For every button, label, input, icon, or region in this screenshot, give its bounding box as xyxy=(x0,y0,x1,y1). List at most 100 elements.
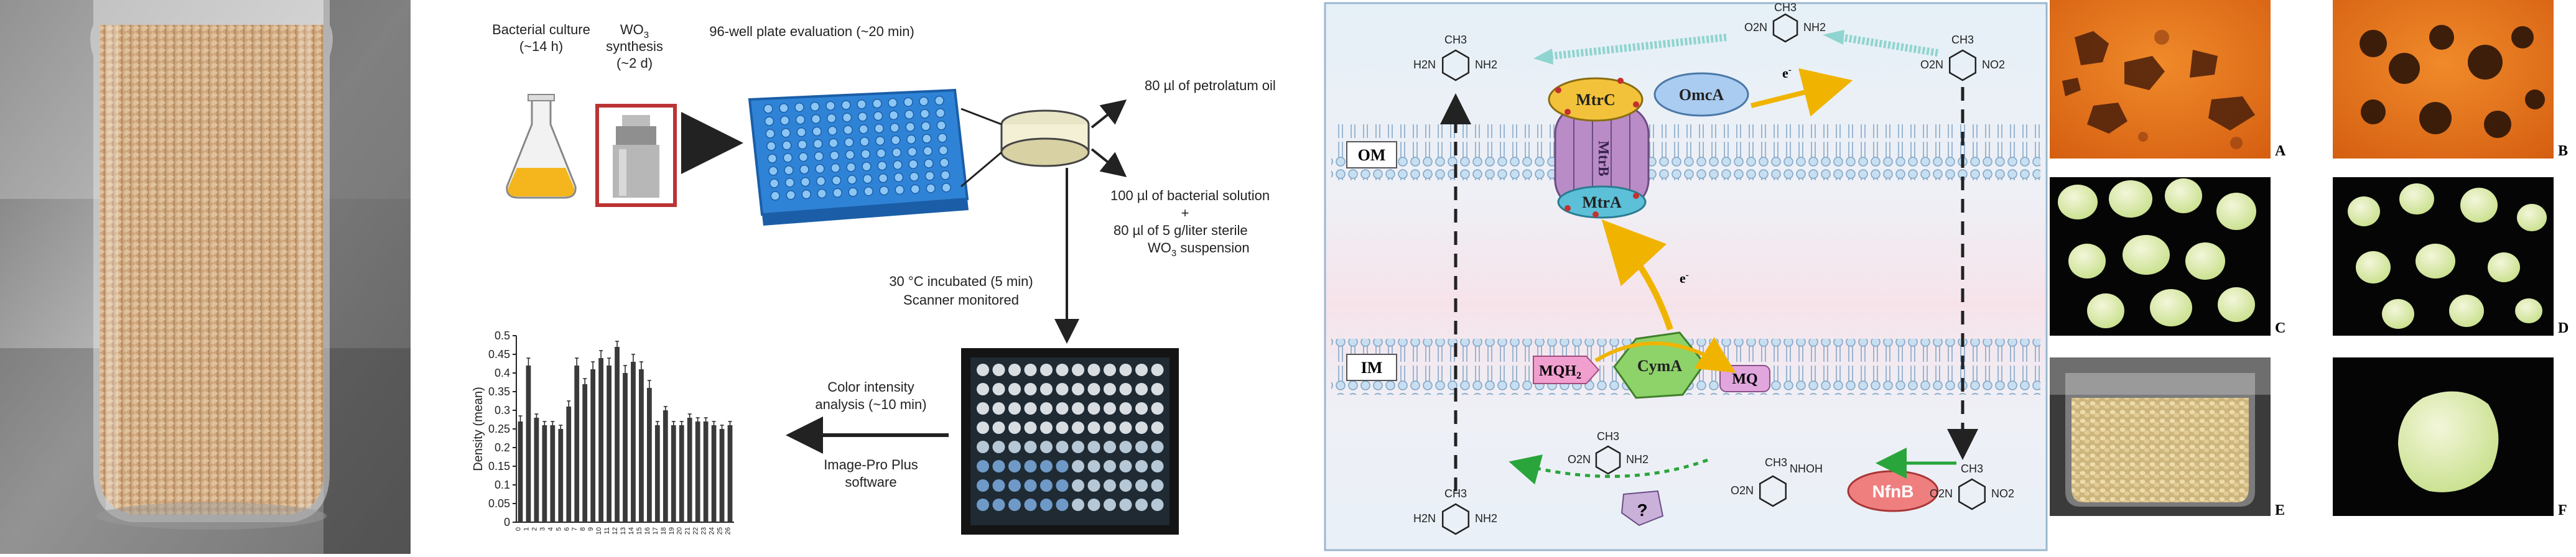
plate-wells xyxy=(763,96,951,201)
x-tick-label: 9 xyxy=(587,527,595,531)
plate-well xyxy=(783,153,793,163)
scanned-well xyxy=(1104,479,1116,492)
x-tick-label: 18 xyxy=(660,527,667,535)
electron-arrow-to-mtra xyxy=(1601,219,1673,331)
scanned-well xyxy=(1104,402,1116,415)
benzene-ring-nitroamine-bottom xyxy=(1595,445,1621,475)
scanned-well xyxy=(1135,402,1148,415)
plate-well xyxy=(829,150,840,160)
bar xyxy=(590,369,596,522)
scanned-well xyxy=(1008,479,1021,492)
plate-well xyxy=(891,147,902,158)
benzene-ring-diamine-bottom xyxy=(1441,503,1470,535)
pathway-svg: OM IM MtrB MtrC OmcA MtrA xyxy=(1324,1,2048,551)
h2n-label: H2N xyxy=(1413,512,1436,525)
green-dotted-arrow xyxy=(1509,454,1708,485)
scanned-well xyxy=(992,364,1005,376)
scanned-well xyxy=(977,499,989,511)
plate-well xyxy=(847,175,857,185)
bacterial-solution-label: 100 µl of bacterial solution xyxy=(1110,188,1270,203)
plate-well xyxy=(782,140,792,150)
plate-well xyxy=(846,162,856,172)
scanned-well xyxy=(1104,383,1116,395)
scanned-well xyxy=(1056,441,1069,453)
scanned-well xyxy=(977,441,989,453)
color-intensity-label: Color intensity xyxy=(827,379,914,395)
plate-title-label: 96-well plate evaluation (~20 min) xyxy=(709,24,914,39)
scanned-well xyxy=(1119,499,1132,511)
photo-b-aggregates xyxy=(2333,0,2554,159)
scanned-well xyxy=(1119,441,1132,453)
software-label-2: software xyxy=(845,474,896,490)
bacterial-culture-label: Bacterial culture xyxy=(492,22,590,37)
bar xyxy=(542,425,547,522)
scanned-well xyxy=(992,383,1005,395)
plate-well xyxy=(857,112,868,122)
scanned-well xyxy=(1056,402,1069,415)
plate-well xyxy=(888,98,898,108)
plate-well xyxy=(794,102,804,113)
x-tick-label: 20 xyxy=(676,527,684,535)
scanned-well xyxy=(992,402,1005,415)
plate-well xyxy=(908,159,918,169)
plate-well xyxy=(767,154,778,163)
bacterial-time-label: (~14 h) xyxy=(519,39,563,54)
om-label: OM xyxy=(1358,146,1386,164)
x-tick-label: 4 xyxy=(547,527,554,531)
plate-well xyxy=(904,109,914,119)
im-label: IM xyxy=(1361,359,1383,377)
density-bar-chart: 00.050.10.150.20.250.30.350.40.450.5Dens… xyxy=(472,329,734,535)
o2n-label: O2N xyxy=(1920,58,1943,71)
plate-well xyxy=(770,191,780,201)
scanned-well xyxy=(1104,499,1116,511)
scanned-well xyxy=(1040,402,1053,415)
scanned-well xyxy=(1135,421,1148,434)
plate-well xyxy=(862,174,873,184)
bar xyxy=(615,347,620,522)
photo-d-granules xyxy=(2333,177,2554,336)
scanned-well xyxy=(1072,402,1084,415)
label-b: B xyxy=(2558,143,2568,159)
x-tick-label: 2 xyxy=(531,527,538,531)
scanned-well xyxy=(1024,499,1037,511)
bar xyxy=(647,388,652,522)
bar xyxy=(574,366,580,522)
scanned-well xyxy=(1087,421,1100,434)
plate-well xyxy=(763,104,773,114)
o2n-label: O2N xyxy=(1930,487,1953,500)
nhoh-label: NHOH xyxy=(1790,463,1823,475)
plate-well xyxy=(862,162,872,172)
plate-well xyxy=(784,165,794,175)
mtrc-protein: MtrC xyxy=(1548,77,1644,122)
plate-well xyxy=(906,134,916,144)
plate-well xyxy=(812,126,822,137)
bar xyxy=(711,425,717,522)
y-tick-label: 0 xyxy=(504,516,510,528)
scanned-well xyxy=(1087,383,1100,395)
scanned-well xyxy=(1119,421,1132,434)
bar xyxy=(598,358,603,522)
scanned-well xyxy=(1151,479,1164,492)
x-tick-label: 12 xyxy=(611,527,619,535)
plate-well xyxy=(816,176,826,186)
scanned-well xyxy=(1056,460,1069,472)
scanned-well xyxy=(992,479,1005,492)
scanned-well xyxy=(1135,441,1148,453)
plate-well xyxy=(829,138,839,148)
plate-well xyxy=(827,126,837,136)
scanned-plate-photo xyxy=(961,348,1179,535)
mqh2-to-mq-arrow xyxy=(1594,337,1736,373)
plate-well xyxy=(814,151,824,162)
y-tick-label: 0.45 xyxy=(488,348,510,361)
scanned-well xyxy=(1087,364,1100,376)
label-c: C xyxy=(2275,320,2285,336)
plate-well xyxy=(766,141,776,151)
plate-well xyxy=(826,113,837,123)
scanned-well xyxy=(1135,364,1148,376)
scanned-well xyxy=(1151,441,1164,453)
benzene-ring-dinitro-top xyxy=(1948,49,1977,81)
o2n-label: O2N xyxy=(1731,484,1754,497)
plate-well xyxy=(798,152,809,162)
plate-well xyxy=(873,111,883,121)
plate-well xyxy=(879,185,889,196)
